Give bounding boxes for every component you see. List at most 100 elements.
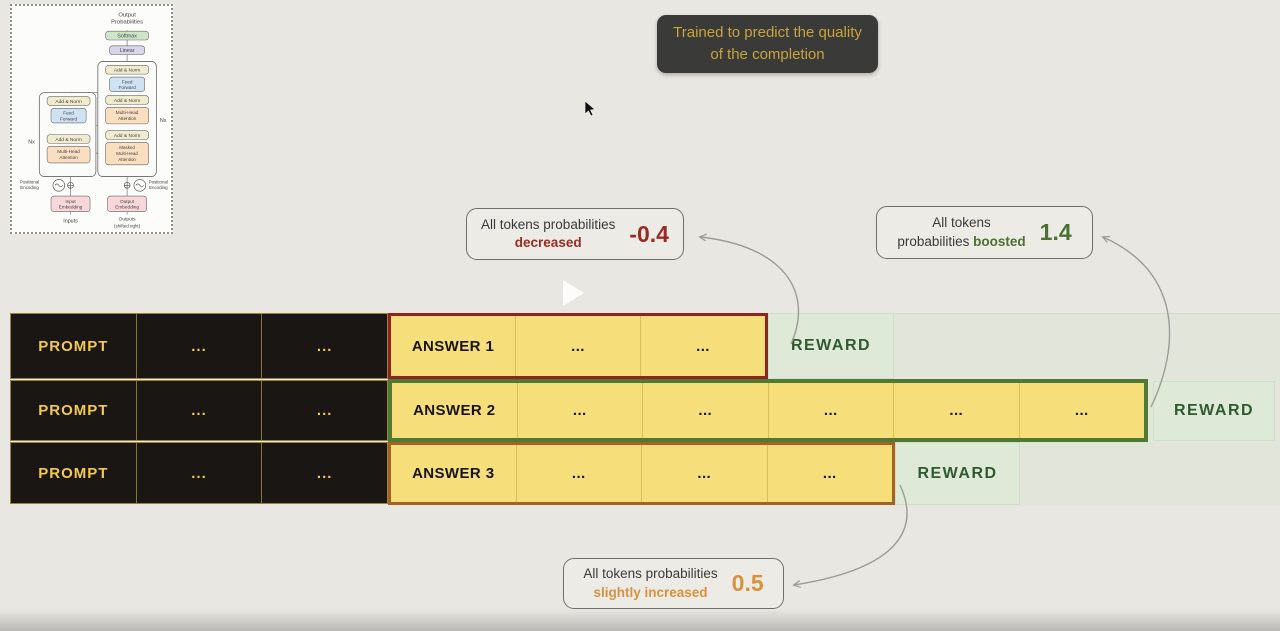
answer1-cell: ANSWER 1 bbox=[391, 316, 516, 376]
add-norm-label: Add & Norm bbox=[114, 133, 140, 139]
callout-increased: All tokens probabilities slightly increa… bbox=[563, 558, 784, 609]
masked-mha-label2: Multi-Head bbox=[116, 151, 138, 156]
add-norm-label: Add & Norm bbox=[114, 98, 140, 104]
answer2-group: ANSWER 2 ... ... ... ... ... bbox=[388, 379, 1148, 442]
answer-dots-cell: ... bbox=[516, 316, 641, 376]
reward-cell-3: REWARD bbox=[895, 442, 1020, 505]
outputs-label2: (shifted right) bbox=[114, 223, 141, 228]
positional-encoding-label-left: Positional bbox=[20, 179, 39, 184]
callout-decreased-value: -0.4 bbox=[629, 220, 669, 247]
outputs-label: Outputs bbox=[119, 216, 137, 222]
video-bottom-fade bbox=[0, 609, 1280, 631]
output-probabilities-label: Output bbox=[118, 13, 136, 19]
callout-increased-value: 0.5 bbox=[731, 570, 764, 596]
transformer-architecture-diagram: Output Probabilities Softmax Linear Add … bbox=[10, 4, 173, 234]
softmax-box bbox=[105, 30, 149, 41]
add-norm-box bbox=[46, 96, 91, 106]
mha-label2: Attention bbox=[59, 155, 78, 160]
masked-mha-label3: Attention bbox=[118, 157, 136, 162]
add-norm-label: Add & Norm bbox=[55, 137, 81, 143]
answer-dots-cell: ... bbox=[696, 337, 710, 355]
feed-forward-label: Feed bbox=[63, 111, 74, 116]
input-embedding-label: Input bbox=[65, 199, 76, 204]
answer-dots-cell: ... bbox=[822, 465, 837, 482]
sine-glyph bbox=[135, 183, 144, 188]
linear-label: Linear bbox=[120, 48, 135, 54]
multi-head-attention-box bbox=[105, 107, 149, 125]
inputs-label: Inputs bbox=[63, 218, 78, 224]
softmax-label: Softmax bbox=[117, 34, 137, 40]
answer-dots-cell: ... bbox=[894, 383, 1020, 438]
callout-increased-emphasis: slightly increased bbox=[593, 584, 708, 600]
multi-head-attention-box bbox=[46, 146, 91, 164]
mha-label: Multi-Head bbox=[116, 110, 139, 115]
sine-glyph bbox=[54, 183, 64, 188]
callout-boosted-line1: All tokens bbox=[932, 215, 991, 231]
callout-decreased: All tokens probabilities decreased -0.4 bbox=[466, 208, 684, 260]
plus-glyph bbox=[67, 182, 74, 189]
output-probabilities-label2: Probabilities bbox=[111, 19, 143, 25]
callout-boosted-emphasis: boosted bbox=[973, 233, 1026, 249]
positional-encoding-label-right2: Encoding bbox=[149, 185, 168, 190]
answer-dots-cell: ... bbox=[642, 445, 768, 502]
reward-cell-1: REWARD bbox=[768, 313, 894, 379]
mha-label: Multi-Head bbox=[57, 149, 80, 154]
answer-dots-cell: ... bbox=[517, 445, 642, 502]
output-embedding-label2: Embedding bbox=[115, 205, 139, 210]
masked-multi-head-attention-box bbox=[105, 142, 149, 166]
mha-label2: Attention bbox=[118, 116, 137, 121]
callout-boosted-value: 1.4 bbox=[1039, 219, 1072, 245]
answer-dots-cell: ... bbox=[518, 383, 643, 438]
add-norm-box bbox=[105, 95, 149, 105]
callout-boosted: All tokens probabilities boosted 1.4 bbox=[876, 206, 1093, 259]
prompt-row-1: PROMPT ... ... bbox=[10, 313, 388, 379]
prompt-dots-cell: ... bbox=[316, 402, 333, 419]
answer2-cell: ANSWER 2 bbox=[392, 383, 518, 438]
prompt-row-2: PROMPT ... ... bbox=[10, 380, 388, 441]
add-norm-label: Add & Norm bbox=[114, 68, 140, 74]
feed-forward-box bbox=[50, 107, 87, 124]
positional-encoding-label-right: Positional bbox=[149, 179, 168, 184]
output-embedding-label: Output bbox=[120, 199, 135, 204]
callout-increased-text: All tokens probabilities slightly increa… bbox=[583, 565, 717, 601]
answer3-cell: ANSWER 3 bbox=[391, 445, 517, 502]
add-norm-label: Add & Norm bbox=[55, 99, 81, 105]
positional-encoding-label-left2: Encoding bbox=[20, 185, 39, 190]
transformer-diagram-svg: Output Probabilities Softmax Linear Add … bbox=[20, 13, 168, 229]
answer-dots-cell: ... bbox=[1074, 402, 1089, 419]
callout-decreased-line1: All tokens probabilities bbox=[481, 216, 616, 232]
callout-decreased-emphasis: decreased bbox=[514, 235, 582, 250]
feed-forward-label: Feed bbox=[122, 79, 133, 84]
prompt-dots-cell: ... bbox=[316, 464, 333, 482]
feed-forward-label2: Forward bbox=[119, 85, 137, 90]
tooltip-trained-to-predict: Trained to predict the quality of the co… bbox=[657, 15, 878, 73]
prompt-cell: PROMPT bbox=[11, 443, 137, 503]
callout-increased-line1: All tokens probabilities bbox=[583, 566, 718, 582]
plus-glyph bbox=[124, 182, 131, 189]
feed-forward-box bbox=[109, 76, 145, 92]
masked-mha-label: Masked bbox=[119, 145, 135, 150]
prompt-dots-cell: ... bbox=[316, 337, 333, 355]
nx-label-right: Nx bbox=[160, 118, 167, 124]
answer-dots-cell: ... bbox=[769, 383, 894, 438]
prompt-row-3: PROMPT ... ... bbox=[10, 442, 388, 504]
prompt-cell: PROMPT bbox=[11, 381, 137, 440]
answer-dots-cell: ... bbox=[643, 383, 769, 438]
input-embedding-box bbox=[50, 195, 91, 212]
tooltip-text: Trained to predict the quality of the co… bbox=[673, 24, 862, 63]
reward-cell-2: REWARD bbox=[1153, 381, 1275, 441]
play-icon[interactable] bbox=[563, 280, 584, 306]
callout-boosted-text: All tokens probabilities boosted bbox=[897, 214, 1025, 250]
feed-forward-label2: Forward bbox=[60, 116, 78, 121]
add-norm-box bbox=[105, 65, 149, 75]
prompt-dots-cell: ... bbox=[137, 314, 263, 378]
answer1-group: ANSWER 1 ... ... bbox=[388, 313, 768, 379]
add-norm-box bbox=[105, 130, 149, 140]
prompt-dots-cell: ... bbox=[137, 381, 263, 440]
add-norm-box bbox=[46, 134, 91, 144]
prompt-cell: PROMPT bbox=[11, 314, 137, 378]
callout-boosted-line2: probabilities bbox=[897, 233, 970, 249]
callout-decreased-text: All tokens probabilities decreased bbox=[481, 216, 615, 252]
mouse-cursor-icon bbox=[584, 100, 596, 117]
